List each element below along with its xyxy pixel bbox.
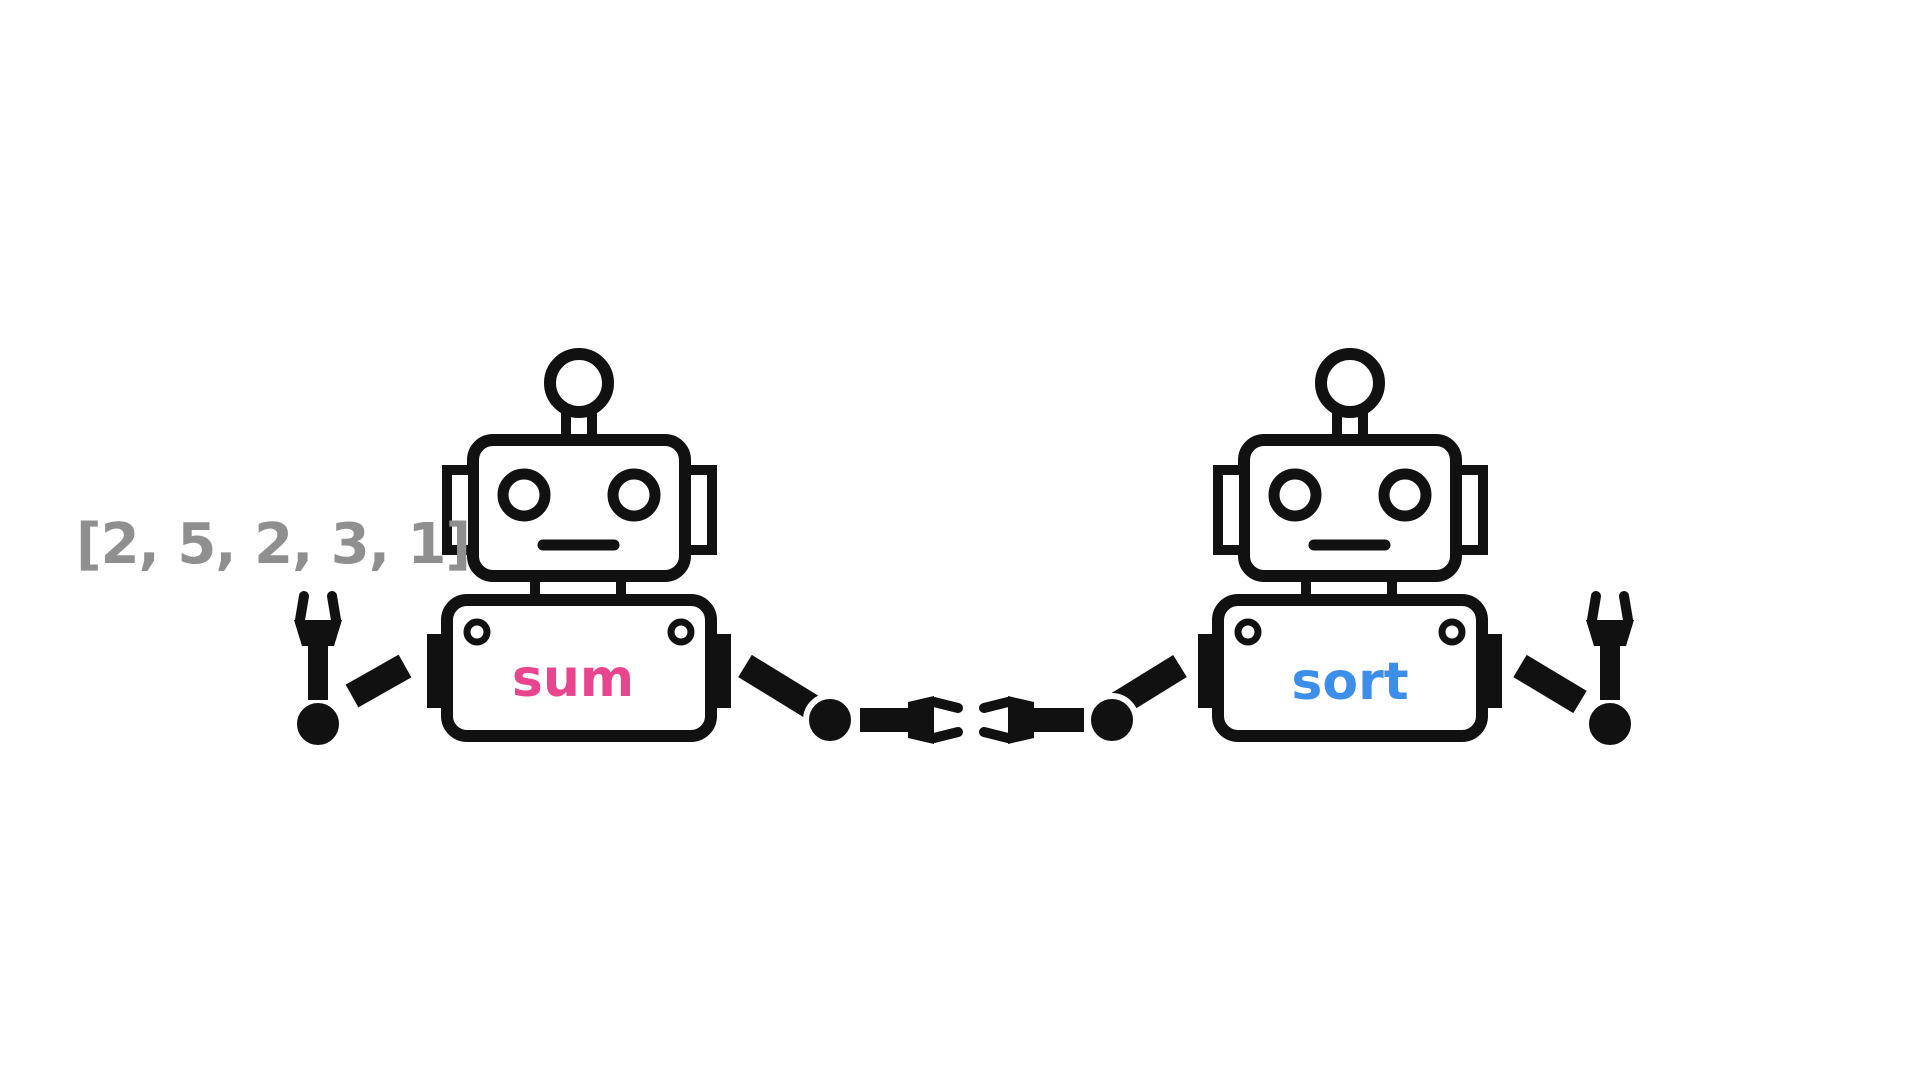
robot-sort-label: sort bbox=[1291, 652, 1408, 712]
robot-sort-left-forearm bbox=[1034, 708, 1084, 732]
robot-sort-bolt-right bbox=[1438, 618, 1466, 646]
robot-sum-bolt-left bbox=[463, 618, 491, 646]
robot-sort-left-eye bbox=[1268, 468, 1322, 522]
robot-sum-antenna-ball bbox=[544, 348, 614, 418]
robot-sort-antenna-ball bbox=[1315, 348, 1385, 418]
robot-sort-left-shoulder bbox=[1198, 634, 1212, 708]
robot-sum: sum bbox=[291, 348, 963, 751]
robot-sum-left-gripper-claws bbox=[295, 591, 341, 625]
robot-sort-body bbox=[1212, 594, 1488, 742]
robot-sort-bolt-left bbox=[1234, 618, 1262, 646]
robot-sum-left-eye bbox=[497, 468, 551, 522]
robot-sort-right-eye bbox=[1378, 468, 1432, 522]
robot-sum-right-gripper-claws bbox=[929, 697, 963, 743]
robot-sum-left-ear bbox=[442, 465, 478, 555]
robot-sort-right-elbow bbox=[1583, 697, 1637, 751]
robot-sum-right-eye bbox=[607, 468, 661, 522]
robot-sort-left-ear bbox=[1213, 465, 1249, 555]
robot-sort-left-elbow bbox=[1085, 693, 1139, 747]
robot-sort-right-forearm bbox=[1600, 640, 1620, 700]
robot-sum-left-elbow bbox=[291, 697, 345, 751]
robot-sort-right-arm bbox=[1513, 654, 1587, 714]
robot-sum-right-elbow bbox=[803, 693, 857, 747]
robot-sum-right-arm bbox=[738, 654, 827, 724]
robot-sum-body bbox=[441, 594, 717, 742]
robot-sum-left-gripper-base bbox=[294, 620, 342, 646]
robot-sort: sort bbox=[979, 348, 1637, 751]
robot-sum-left-forearm bbox=[308, 640, 328, 700]
robot-sum-bolt-right bbox=[667, 618, 695, 646]
robot-sum-left-shoulder bbox=[427, 634, 441, 708]
robot-sum-right-ear bbox=[681, 465, 717, 555]
input-array-text: [2, 5, 2, 3, 1] bbox=[76, 512, 471, 577]
robot-sum-right-forearm bbox=[860, 708, 908, 732]
robot-sort-right-gripper-base bbox=[1586, 620, 1634, 646]
robot-sort-right-gripper-claws bbox=[1587, 591, 1633, 625]
robot-sum-label: sum bbox=[512, 649, 634, 709]
robot-sort-right-ear bbox=[1452, 465, 1488, 555]
robot-sort-left-gripper-base bbox=[1008, 696, 1034, 744]
robot-sort-left-gripper-claws bbox=[979, 697, 1013, 743]
robot-sum-right-gripper-base bbox=[908, 696, 934, 744]
robot-sum-left-arm bbox=[345, 654, 412, 708]
robot-sort-right-shoulder bbox=[1488, 634, 1502, 708]
robot-sum-right-shoulder bbox=[717, 634, 731, 708]
